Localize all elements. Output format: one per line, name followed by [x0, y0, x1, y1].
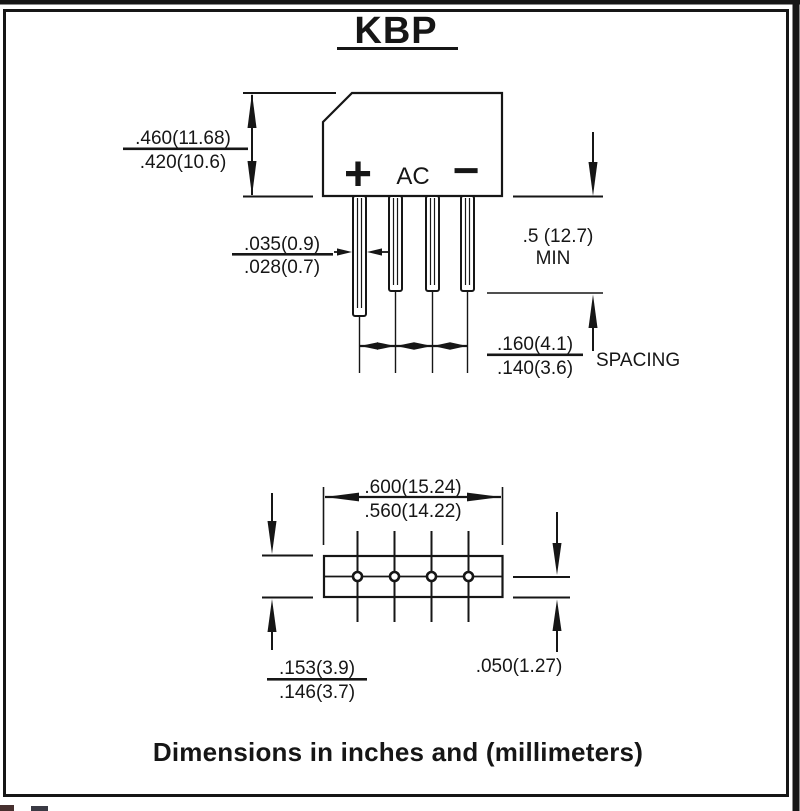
caption: Dimensions in inches and (millimeters) — [153, 737, 643, 767]
outer-top-rule — [0, 0, 800, 5]
body-height-max: .460(11.68) — [135, 128, 231, 149]
lead-spacing-min: .140(3.6) — [497, 358, 573, 379]
clipped-glyph-mark — [31, 806, 48, 811]
fraction-bar — [487, 353, 583, 357]
lead-3 — [425, 195, 440, 292]
lead-offset-value: .050(1.27) — [476, 656, 563, 677]
arrowhead-up — [247, 93, 257, 128]
lead-pad-1 — [351, 570, 364, 583]
bottom-view: .600(15.24) .560(14.22) — [262, 477, 570, 703]
body-height-dimension: .460(11.68) .420(10.6) — [123, 92, 336, 198]
lead-spacing-max: .160(4.1) — [497, 334, 573, 355]
lead-length-qualifier: MIN — [536, 248, 571, 269]
arrowhead-up — [267, 599, 277, 632]
lead-width-min: .028(0.7) — [244, 257, 320, 278]
body-thickness-max: .153(3.9) — [279, 658, 355, 679]
arrowhead-up — [588, 294, 598, 328]
arrowhead-right — [377, 342, 395, 350]
arrowhead-up — [552, 599, 562, 631]
lead-width-dimension: .035(0.9) .028(0.7) — [232, 234, 389, 278]
lead-2 — [388, 195, 403, 292]
arrowhead-left — [367, 248, 382, 256]
lead-4 — [460, 195, 475, 292]
clipped-text-fragment — [0, 805, 48, 811]
arrowhead-left — [396, 342, 414, 350]
page-title: KBP — [354, 10, 437, 52]
fraction-bar — [123, 147, 248, 151]
spacing-label: SPACING — [596, 350, 680, 371]
lead-pad-3 — [425, 570, 438, 583]
body-length-min: .560(14.22) — [364, 501, 461, 522]
arrowhead-right — [337, 248, 352, 256]
arrowhead-right — [414, 342, 432, 350]
component-body-outline — [321, 91, 504, 198]
title-underline — [337, 47, 458, 50]
body-thickness-dimension: .153(3.9) .146(3.7) — [262, 493, 367, 703]
arrowhead-left — [325, 492, 359, 502]
lead-offset-dimension: .050(1.27) — [476, 512, 570, 677]
leads — [352, 195, 475, 317]
body-height-min: .420(10.6) — [140, 152, 227, 173]
arrowhead-down — [267, 521, 277, 554]
arrowhead-down — [247, 161, 257, 196]
minus-terminal-marking: − — [453, 144, 480, 196]
title-block: KBP — [337, 10, 458, 52]
lead-width-max: .035(0.9) — [244, 234, 320, 255]
fraction-bar — [267, 678, 367, 681]
arrowhead-left — [433, 342, 450, 350]
plus-terminal-marking: + — [344, 148, 372, 201]
lead-length-value: .5 (12.7) — [523, 226, 594, 247]
ac-terminal-marking: AC — [396, 163, 429, 190]
lead-pad-2 — [388, 570, 401, 583]
lead-pad-4 — [462, 570, 475, 583]
top-view: + AC − — [123, 91, 680, 379]
body-length-dimension: .600(15.24) .560(14.22) — [322, 477, 504, 545]
lead-length-dimension: .5 (12.7) MIN — [487, 132, 603, 351]
arrowhead-down — [588, 162, 598, 196]
fraction-bar — [232, 253, 333, 256]
arrowhead-right — [467, 492, 501, 502]
arrowhead-down — [552, 543, 562, 575]
clipped-glyph-mark — [0, 805, 14, 811]
lead-1 — [352, 195, 367, 317]
body-thickness-min: .146(3.7) — [279, 682, 355, 703]
body-length-max: .600(15.24) — [364, 477, 461, 498]
bottom-leads — [351, 531, 475, 622]
outer-right-rule — [792, 0, 800, 811]
drawing-border — [3, 9, 789, 797]
arrowhead-left — [360, 342, 378, 350]
lead-spacing-dimension: .160(4.1) .140(3.6) SPACING — [358, 291, 680, 379]
arrowhead-right — [450, 342, 467, 350]
